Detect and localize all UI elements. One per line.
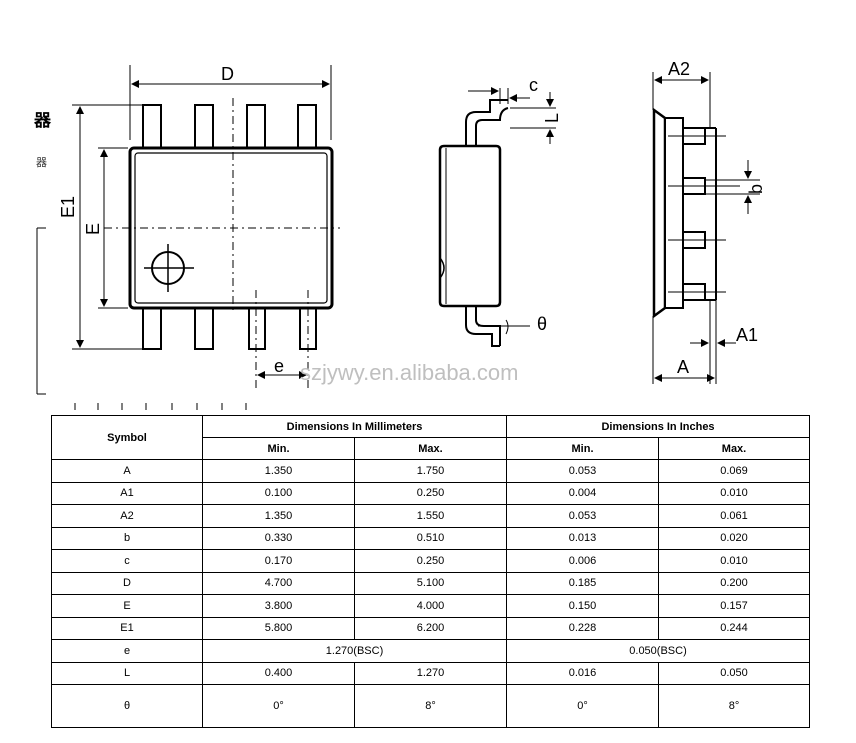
inch-max-cell: 0.010 [658, 481, 811, 505]
mm-group-header: Dimensions In Millimeters [201, 415, 508, 438]
symbol-cell: b [51, 526, 203, 550]
inch-max-cell: 0.069 [658, 459, 811, 483]
inch-max-cell: 0.010 [658, 549, 811, 573]
mm-max-header: Max. [353, 437, 508, 460]
mm-max-cell: 1.750 [353, 459, 508, 483]
symbol-cell: L [51, 661, 203, 685]
symbol-cell: A2 [51, 504, 203, 528]
top-view-dimensions [72, 65, 332, 379]
dim-label-theta: θ [537, 314, 547, 334]
inch-bsc-cell: 0.050(BSC) [506, 639, 811, 663]
symbol-cell: e [51, 639, 203, 663]
mm-max-cell: 0.250 [353, 549, 508, 573]
mm-min-cell: 5.800 [202, 616, 355, 640]
dim-label-A: A [677, 357, 689, 377]
mm-max-cell: 1.550 [353, 504, 508, 528]
symbol-cell: c [51, 549, 203, 573]
mm-min-cell: 3.800 [202, 594, 355, 618]
top-view [128, 104, 334, 350]
dim-label-b: b [746, 184, 766, 194]
side-view [438, 99, 509, 347]
inch-max-cell: 0.157 [658, 594, 811, 618]
inch-min-cell: 0.185 [506, 571, 660, 595]
dim-label-c: c [529, 75, 538, 95]
table-row-theta: θ 0° 8° 0° 8° [51, 684, 811, 728]
inch-max-cell: 0.200 [658, 571, 811, 595]
side-mark-glyph-small: 器 [36, 156, 47, 169]
inch-max-cell: 0.020 [658, 526, 811, 550]
mm-min-cell: 0.170 [202, 549, 355, 573]
dim-label-E: E [83, 223, 103, 235]
mm-max-cell: 0.510 [353, 526, 508, 550]
scale-ticks [74, 403, 247, 410]
inch-min-cell: 0.053 [506, 459, 660, 483]
inch-min-cell: 0.004 [506, 481, 660, 505]
mm-min-header: Min. [202, 437, 355, 460]
mm-min-cell: 4.700 [202, 571, 355, 595]
dim-label-L: L [542, 113, 562, 123]
dim-label-A2: A2 [668, 59, 690, 79]
inch-group-header: Dimensions In Inches [506, 415, 811, 438]
mm-bsc-cell: 1.270(BSC) [201, 639, 508, 663]
table-row-e: e 1.270(BSC) 0.050(BSC) [51, 639, 811, 663]
mm-max-cell: 8° [353, 684, 508, 728]
mm-min-cell: 0.330 [202, 526, 355, 550]
side-view-dimensions [468, 87, 556, 335]
package-outline-drawing: D E1 E e c L θ [36, 59, 766, 410]
watermark-text: szjywy.en.alibaba.com [300, 360, 518, 385]
mm-max-cell: 5.100 [353, 571, 508, 595]
inch-max-header: Max. [658, 437, 811, 460]
symbol-cell: E [51, 594, 203, 618]
symbol-cell: E1 [51, 616, 203, 640]
inch-min-cell: 0.053 [506, 504, 660, 528]
inch-max-cell: 8° [658, 684, 811, 728]
mm-min-cell: 0.400 [202, 661, 355, 685]
dimensions-table: Symbol Dimensions In Millimeters Dimensi… [51, 415, 811, 728]
inch-max-cell: 0.050 [658, 661, 811, 685]
dim-label-e: e [274, 356, 284, 376]
inch-min-cell: 0.013 [506, 526, 660, 550]
inch-min-cell: 0.016 [506, 661, 660, 685]
end-view-centerlines [668, 135, 740, 293]
inch-max-cell: 0.061 [658, 504, 811, 528]
inch-min-cell: 0° [506, 684, 660, 728]
mm-min-cell: 1.350 [202, 504, 355, 528]
table-row-L: L 0.400 1.270 0.016 0.050 [51, 661, 811, 685]
symbol-header: Symbol [51, 415, 203, 460]
dim-label-D: D [221, 64, 234, 84]
mm-max-cell: 6.200 [353, 616, 508, 640]
symbol-cell: D [51, 571, 203, 595]
dim-label-A1: A1 [736, 325, 758, 345]
inch-min-header: Min. [506, 437, 660, 460]
mm-min-cell: 0° [202, 684, 355, 728]
symbol-cell: A [51, 459, 203, 483]
mm-max-cell: 0.250 [353, 481, 508, 505]
mm-min-cell: 0.100 [202, 481, 355, 505]
end-view [652, 107, 717, 319]
symbol-cell: θ [51, 684, 203, 728]
top-view-centerlines [104, 98, 340, 388]
inch-min-cell: 0.006 [506, 549, 660, 573]
side-mark-glyph: 器 [34, 111, 51, 131]
end-view-dimensions [652, 72, 760, 384]
mm-max-cell: 4.000 [353, 594, 508, 618]
left-bracket [36, 227, 46, 395]
dim-label-E1: E1 [58, 196, 78, 218]
inch-max-cell: 0.244 [658, 616, 811, 640]
inch-min-cell: 0.228 [506, 616, 660, 640]
mm-max-cell: 1.270 [353, 661, 508, 685]
symbol-cell: A1 [51, 481, 203, 505]
inch-min-cell: 0.150 [506, 594, 660, 618]
mm-min-cell: 1.350 [202, 459, 355, 483]
